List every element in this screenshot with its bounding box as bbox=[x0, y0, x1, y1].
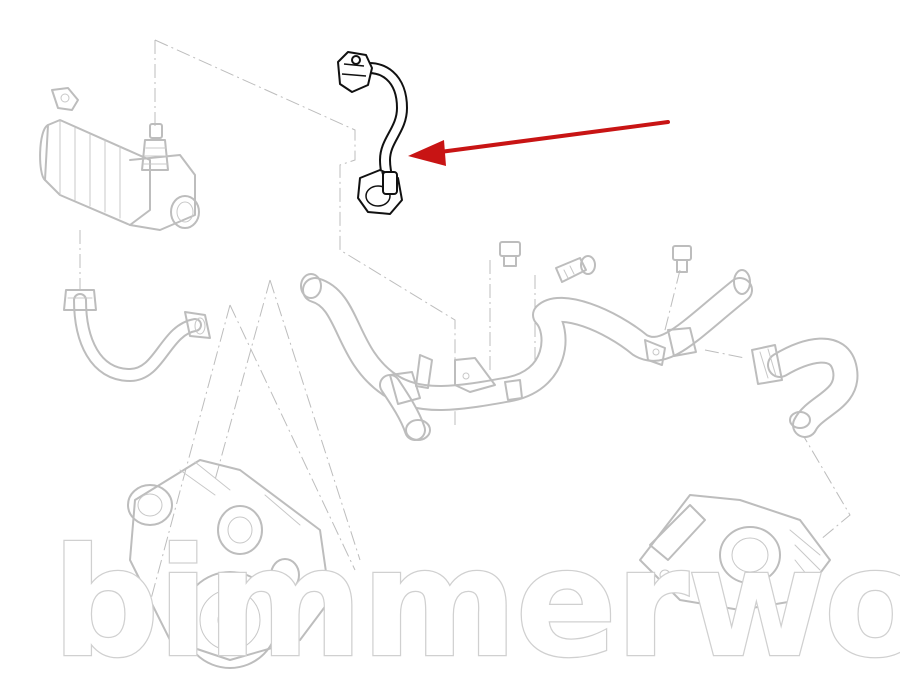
bolt-parts bbox=[499, 241, 692, 283]
bolt-middle bbox=[555, 255, 596, 283]
expansion-tank bbox=[39, 87, 200, 231]
upper-hose-connector bbox=[337, 51, 373, 93]
red-arrow-icon bbox=[408, 120, 670, 166]
bolt-left bbox=[499, 241, 521, 267]
water-pump bbox=[127, 459, 331, 669]
expansion-tank-hose bbox=[63, 289, 211, 382]
leader-lines bbox=[79, 39, 851, 641]
bolt-right bbox=[672, 245, 692, 273]
main-coolant-pipe bbox=[300, 269, 753, 441]
highlighted-coolant-hose bbox=[337, 51, 408, 215]
thermostat-hose bbox=[751, 337, 859, 438]
thermostat-housing bbox=[639, 494, 831, 611]
lower-hose-connector bbox=[357, 169, 403, 215]
watermark: bimmerworld bbox=[52, 517, 900, 691]
